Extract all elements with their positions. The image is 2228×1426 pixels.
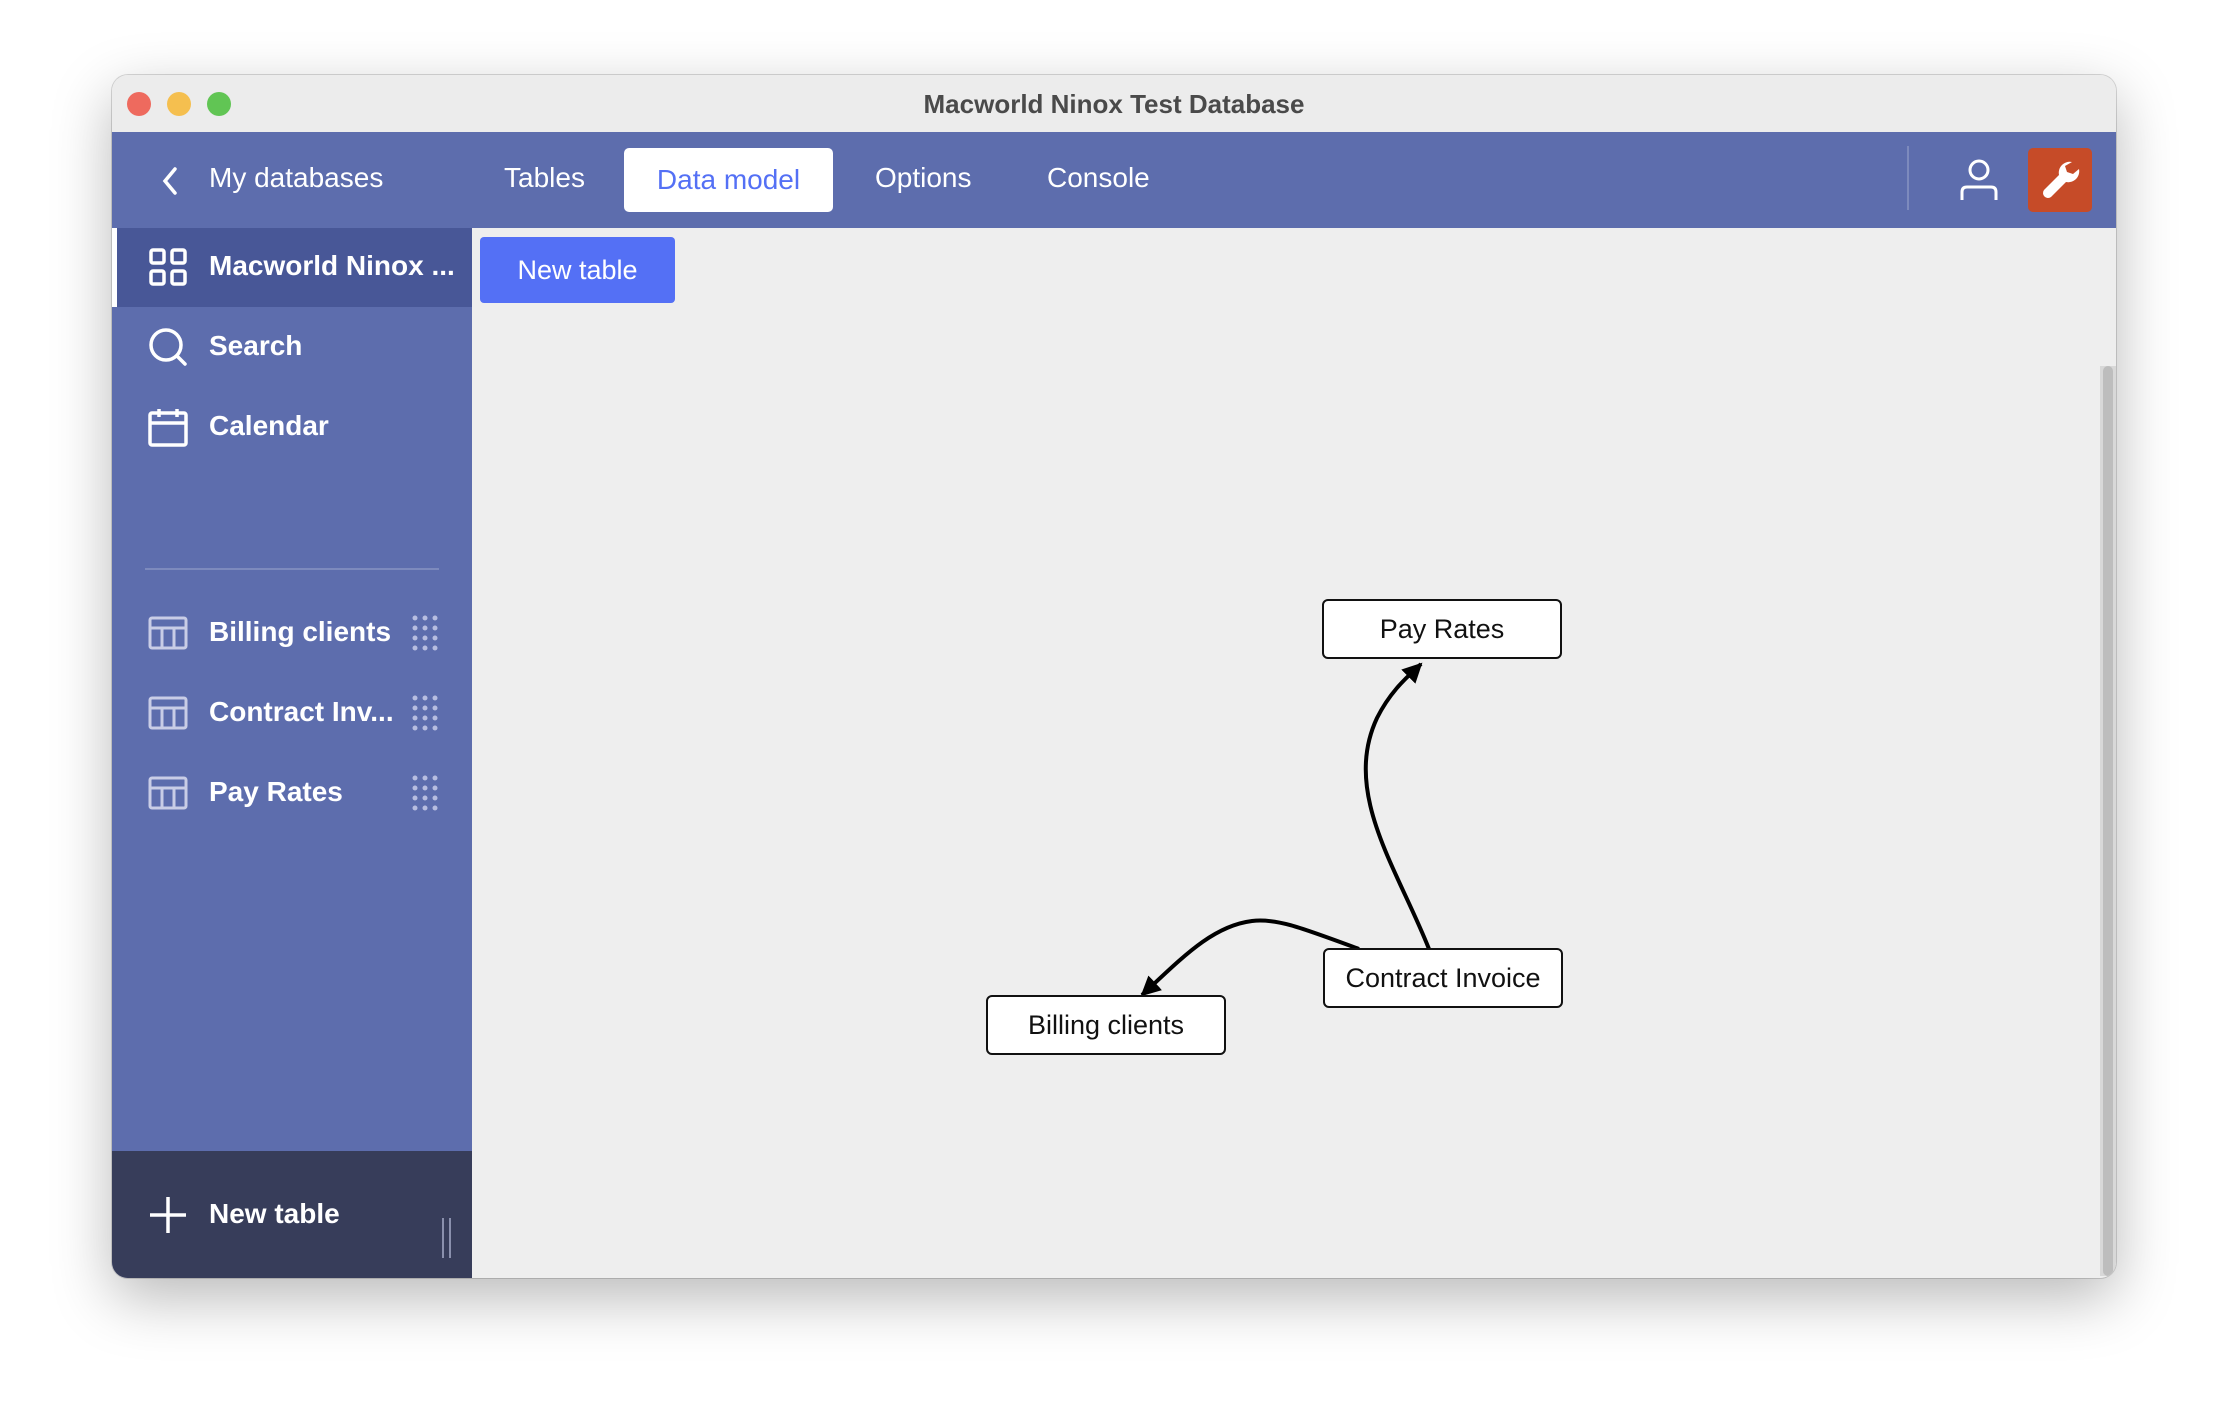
tab-data-model[interactable]: Data model: [624, 148, 833, 212]
my-databases-link: My databases: [209, 162, 384, 193]
sidebar: Macworld Ninox ... Search Calendar Billi…: [112, 228, 472, 1278]
sidebar-table-pay-rates[interactable]: Pay Rates: [112, 754, 472, 833]
table-icon: [148, 696, 188, 730]
sidebar-table-billing-clients[interactable]: Billing clients: [112, 594, 472, 673]
sidebar-item-label: Billing clients: [209, 616, 392, 647]
edge-contract-to-billing: [1140, 918, 1360, 997]
sidebar-item-database[interactable]: Macworld Ninox ...: [112, 228, 472, 307]
window-title: Macworld Ninox Test Database: [923, 89, 1305, 119]
new-table-label: New table: [209, 1198, 340, 1229]
drag-handle-icon[interactable]: [412, 615, 438, 651]
table-icon: [148, 616, 188, 650]
drag-handle-icon[interactable]: [412, 775, 438, 811]
table-node-billing-clients[interactable]: Billing clients: [986, 995, 1226, 1055]
settings-wrench-button[interactable]: [2028, 148, 2092, 212]
zoom-window-button[interactable]: [207, 92, 231, 116]
sidebar-item-calendar[interactable]: Calendar: [112, 388, 472, 467]
sidebar-divider: [145, 568, 439, 570]
vertical-scrollbar[interactable]: [2100, 366, 2116, 1276]
sidebar-resize-handle[interactable]: [442, 1218, 451, 1258]
wrench-icon: [2043, 161, 2080, 198]
search-icon: [149, 328, 187, 366]
nav-divider: [1907, 146, 1909, 210]
sidebar-table-contract-invoice[interactable]: Contract Inv...: [112, 674, 472, 753]
top-nav: My databases Tables Data model Options C…: [112, 132, 2116, 228]
sidebar-item-label: Contract Inv...: [209, 696, 394, 727]
tab-tables[interactable]: Tables: [504, 162, 585, 193]
plus-icon: [150, 1197, 186, 1233]
app-window: Macworld Ninox Test Database My database…: [112, 75, 2116, 1278]
calendar-icon: [148, 409, 188, 447]
data-model-canvas[interactable]: New table Pay Rates Contract Invoice Bil…: [472, 228, 2116, 1278]
chevron-left-icon: [162, 167, 177, 195]
title-bar: Macworld Ninox Test Database: [112, 75, 2116, 132]
back-button[interactable]: My databases: [152, 148, 392, 212]
table-icon: [148, 776, 188, 810]
user-icon[interactable]: [1959, 158, 1999, 202]
tab-options[interactable]: Options: [875, 162, 972, 193]
sidebar-item-label: Macworld Ninox ...: [209, 250, 455, 281]
close-window-button[interactable]: [127, 92, 151, 116]
minimize-window-button[interactable]: [167, 92, 191, 116]
new-table-button[interactable]: New table: [480, 237, 675, 303]
sidebar-item-label: Pay Rates: [209, 776, 343, 807]
relationship-edges: [1140, 662, 1431, 997]
edge-contract-to-payrates: [1363, 662, 1431, 950]
grid-icon: [149, 248, 187, 286]
sidebar-item-label: Search: [209, 330, 303, 361]
drag-handle-icon[interactable]: [412, 695, 438, 731]
sidebar-new-table-button[interactable]: New table: [112, 1151, 472, 1278]
sidebar-item-label: Calendar: [209, 410, 329, 441]
table-node-contract-invoice[interactable]: Contract Invoice: [1323, 948, 1563, 1008]
sidebar-item-search[interactable]: Search: [112, 308, 472, 387]
table-node-pay-rates[interactable]: Pay Rates: [1322, 599, 1562, 659]
scrollbar-thumb[interactable]: [2103, 366, 2113, 1276]
tab-console[interactable]: Console: [1047, 162, 1150, 193]
